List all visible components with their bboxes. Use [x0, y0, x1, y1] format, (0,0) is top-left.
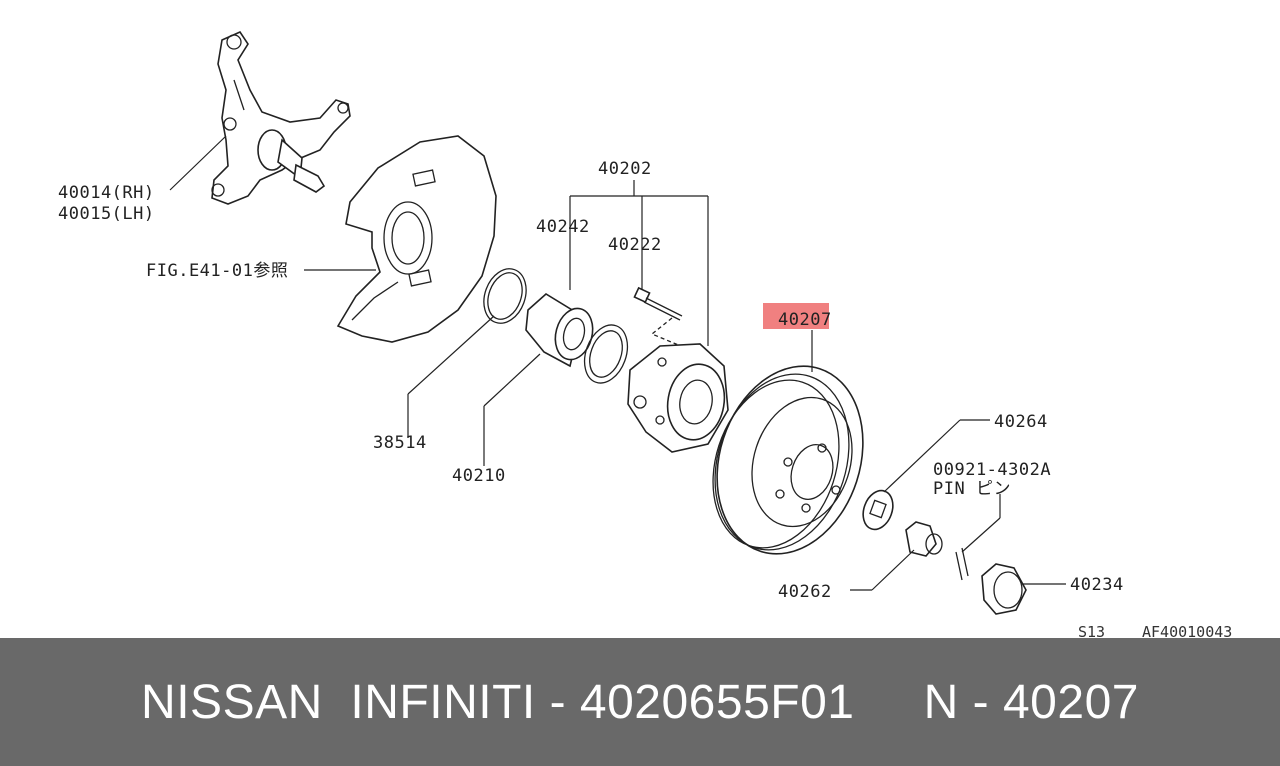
label-bearing: 40210: [452, 466, 506, 486]
label-rotor: 40207: [778, 310, 832, 330]
label-washer: 40264: [994, 412, 1048, 432]
hub-bolt: [633, 286, 683, 355]
label-bolt: 40222: [608, 235, 662, 255]
label-knuckle-lh: 40015(LH): [58, 204, 155, 224]
leader-lines: [169, 135, 1066, 591]
cotter-pin: [955, 547, 969, 581]
parts-diagram: 40014(RH) 40015(LH) FIG.E41-01参照 38514 4…: [58, 30, 1233, 641]
label-cap: 40234: [1070, 575, 1124, 595]
label-knuckle-rh: 40014(RH): [58, 183, 155, 203]
hub-nut: [905, 521, 943, 557]
ref-code-2: AF40010043: [1142, 623, 1232, 640]
label-hub-assy: 40202: [598, 159, 652, 179]
label-nut: 40262: [778, 582, 832, 602]
backing-plate: [336, 135, 497, 343]
grease-seal: [583, 324, 629, 384]
label-baffle-ref: FIG.E41-01参照: [146, 261, 288, 281]
exploded-view-drawing: 40014(RH) 40015(LH) FIG.E41-01参照 38514 4…: [58, 30, 1232, 641]
wheel-hub: [627, 343, 729, 453]
steering-knuckle: [211, 30, 351, 205]
label-snap-ring: 38514: [373, 433, 427, 453]
label-seal: 40242: [536, 217, 590, 237]
grease-cap: [981, 563, 1027, 615]
wheel-bearing: [525, 293, 594, 368]
washer: [862, 489, 894, 531]
snap-ring: [483, 268, 527, 324]
brake-rotor: [712, 365, 864, 555]
ref-code-1: S13: [1078, 623, 1105, 640]
label-pin-name: PIN ピン: [933, 479, 1011, 499]
part-number-title: NISSAN INFINITI - 4020655F01 N - 40207: [141, 675, 1139, 729]
highlight-box: [763, 303, 829, 329]
label-pin-code: 00921-4302A: [933, 460, 1051, 480]
part-number-banner: NISSAN INFINITI - 4020655F01 N - 40207: [0, 638, 1280, 766]
